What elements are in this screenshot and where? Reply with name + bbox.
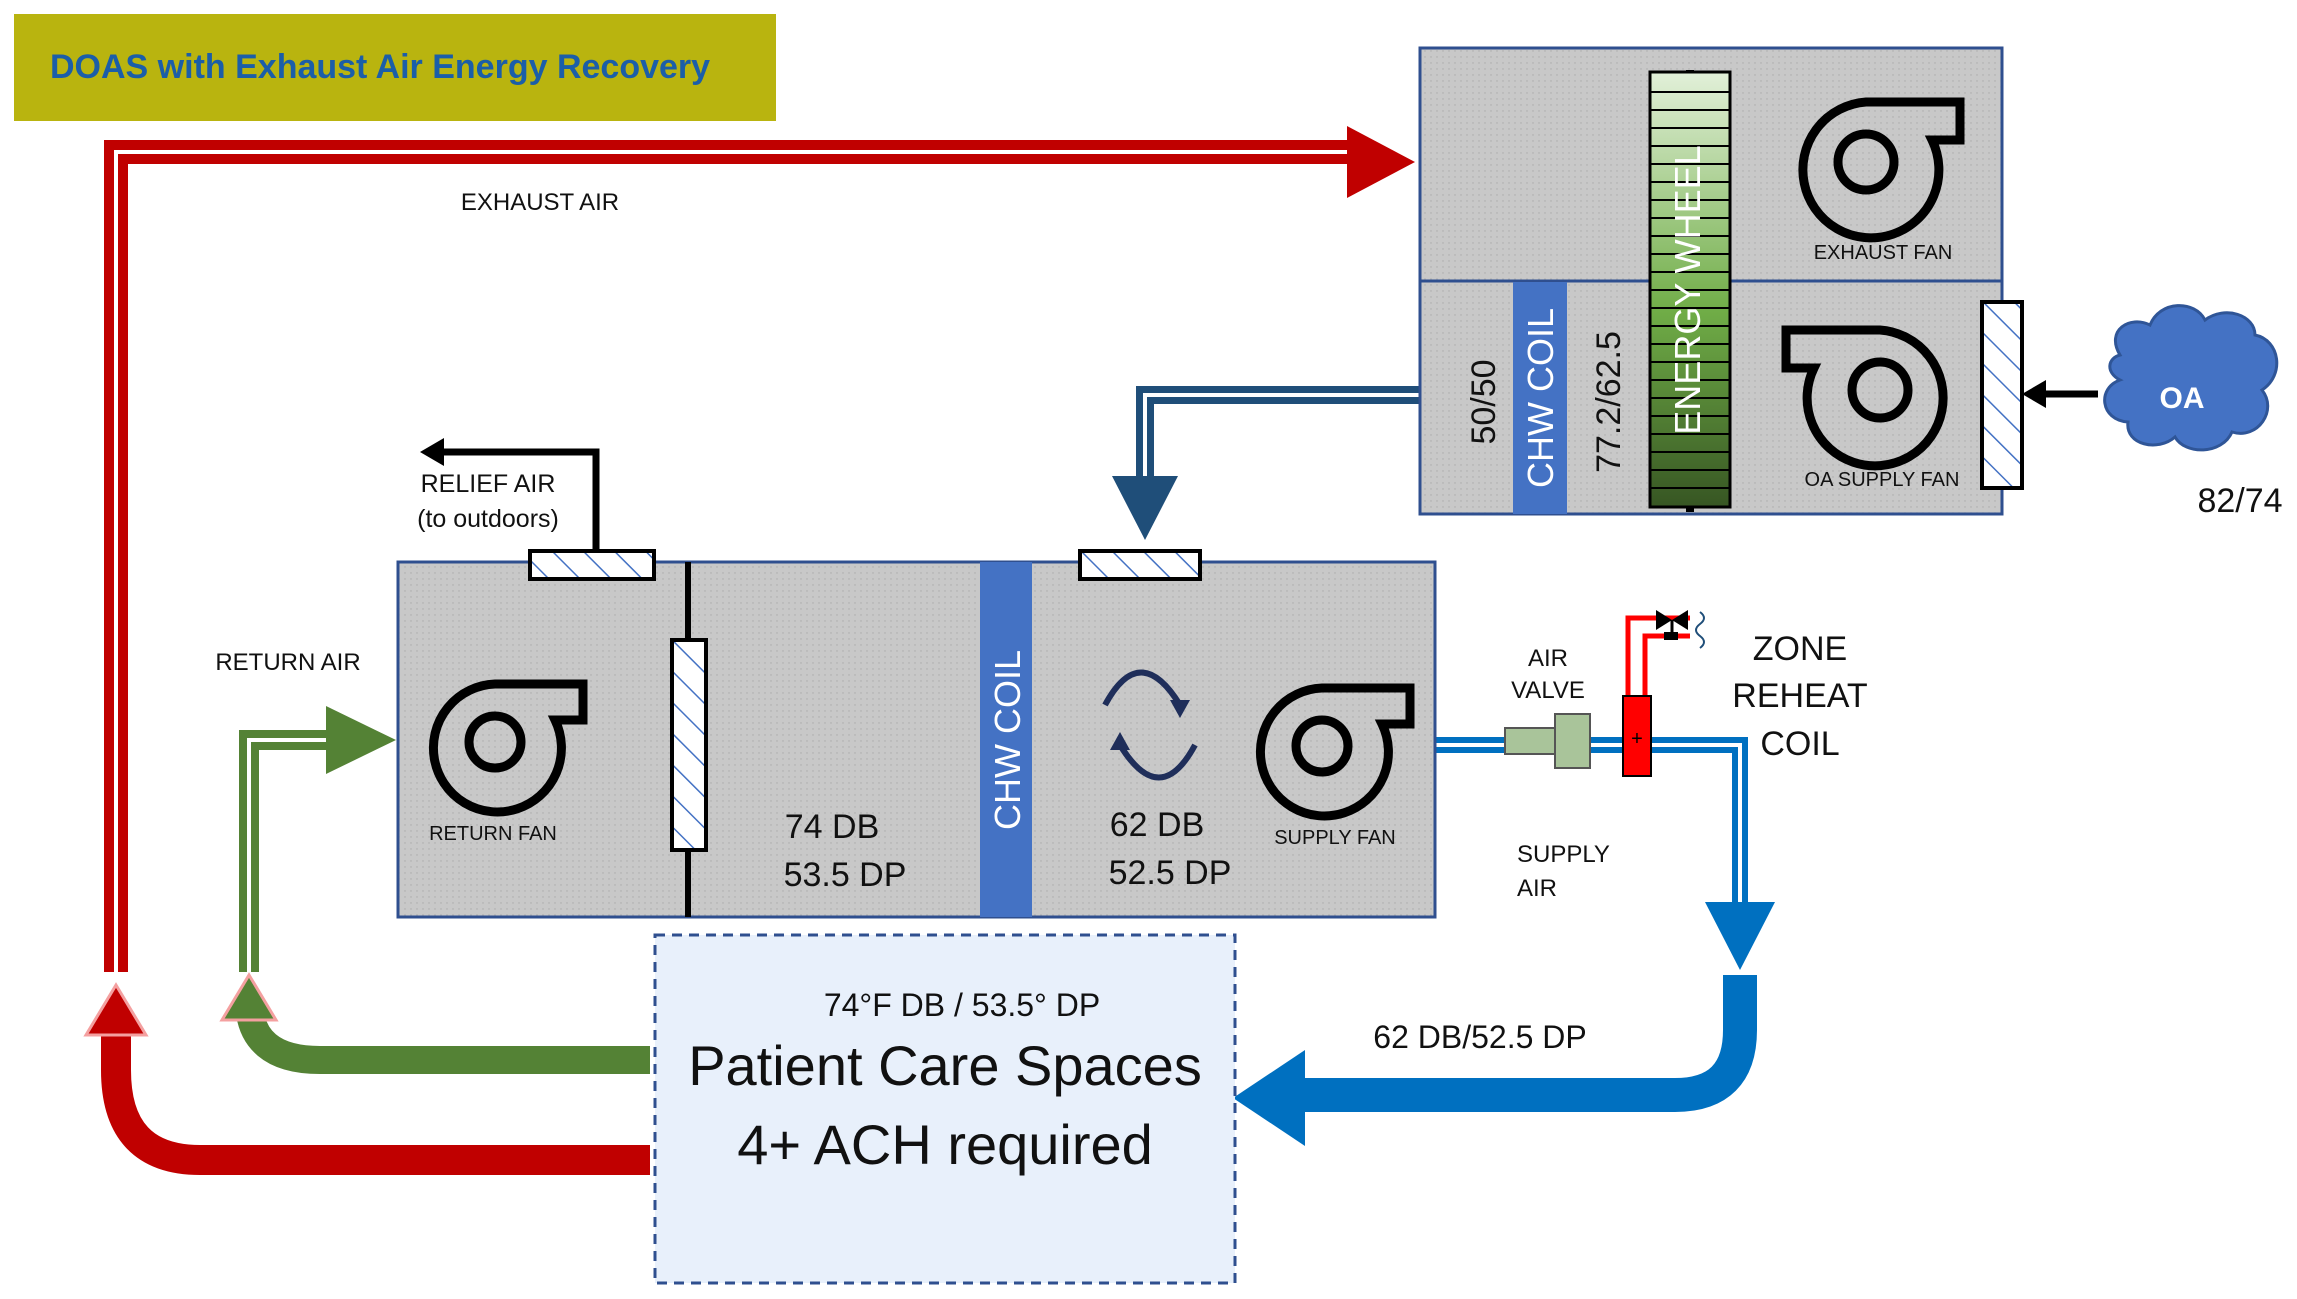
ahu-filter <box>670 638 708 852</box>
diagram-title: DOAS with Exhaust Air Energy Recovery <box>50 48 711 86</box>
relief-air-label: RELIEF AIR <box>421 470 556 498</box>
doas-chw-coil <box>1513 282 1567 514</box>
return-fan-icon <box>428 679 588 817</box>
ahu-chw-coil-label: CHW COIL <box>987 650 1028 830</box>
exhaust-air-label: EXHAUST AIR <box>461 189 619 216</box>
supply-air-label-1: SUPPLY <box>1517 841 1610 868</box>
supply-arrowhead <box>1705 902 1775 970</box>
outdoor-air-duct <box>1112 386 1420 540</box>
relief-air-arrow <box>420 438 600 550</box>
after-wheel-condition: 77.2/62.5 <box>1590 331 1628 473</box>
return-air-path <box>219 706 650 1074</box>
oa-label: OA <box>2160 382 2205 415</box>
oa-filter <box>1980 300 2024 490</box>
relief-air-sublabel: (to outdoors) <box>417 505 559 533</box>
zone-reheat-label-2: REHEAT <box>1732 677 1867 715</box>
supply-db-label: 62 DB <box>1110 806 1205 844</box>
return-up-arrowhead <box>219 972 279 1022</box>
exhaust-air-path <box>83 126 1415 1175</box>
room-name-label: Patient Care Spaces <box>688 1034 1202 1097</box>
room-condition-label: 74°F DB / 53.5° DP <box>824 987 1100 1023</box>
oa-supply-fan-icon <box>1781 325 1948 471</box>
ahu-chw-coil <box>980 562 1032 917</box>
relief-damper <box>528 549 656 581</box>
zone-reheat-label-3: COIL <box>1760 725 1839 763</box>
return-fan-label: RETURN FAN <box>429 823 557 845</box>
supply-fan-label: SUPPLY FAN <box>1274 827 1396 849</box>
mixed-dp-label: 53.5 DP <box>784 856 907 894</box>
air-valve <box>1504 713 1591 769</box>
supply-room-arrowhead <box>1233 1050 1305 1146</box>
title-banner: DOAS with Exhaust Air Energy Recovery <box>14 14 776 121</box>
exhaust-fan-label: EXHAUST FAN <box>1814 242 1953 264</box>
doas-chw-coil-label: CHW COIL <box>1520 308 1561 488</box>
exhaust-fan-icon <box>1798 97 1965 243</box>
energy-wheel-label: ENERGY WHEEL <box>1667 145 1708 434</box>
mixing-rotation-icon <box>1102 669 1198 781</box>
zone-reheat-label-1: ZONE <box>1753 630 1847 668</box>
after-doas-coil-condition: 50/50 <box>1465 359 1503 444</box>
oa-supply-fan-label: OA SUPPLY FAN <box>1805 469 1960 491</box>
supply-air-label-2: AIR <box>1517 875 1557 902</box>
oa-cloud <box>2103 304 2279 452</box>
return-air-label: RETURN AIR <box>215 649 360 676</box>
patient-care-room <box>653 933 1237 1285</box>
svg-text:+: + <box>1631 728 1643 750</box>
ahu-unit: CHW COIL <box>396 549 1437 919</box>
mixed-db-label: 74 DB <box>785 808 880 846</box>
room-ach-label: 4+ ACH required <box>737 1113 1153 1176</box>
oa-inlet-arrow <box>2022 380 2098 408</box>
zone-reheat-coil: + <box>1622 610 1705 777</box>
air-valve-label-2: VALVE <box>1511 677 1585 704</box>
return-arrowhead <box>326 706 396 774</box>
oa-damper <box>1078 549 1202 581</box>
room-supply-label: 62 DB/52.5 DP <box>1373 1019 1586 1055</box>
doas-unit: ENERGY WHEEL CHW COIL <box>1418 46 2024 516</box>
oa-duct-arrowhead <box>1112 476 1178 540</box>
supply-dp-label: 52.5 DP <box>1109 854 1232 892</box>
exhaust-up-arrowhead <box>83 982 149 1037</box>
supply-fan-icon <box>1255 683 1415 821</box>
oa-condition-label: 82/74 <box>2197 482 2282 520</box>
energy-wheel-segments <box>1650 91 1730 489</box>
exhaust-arrowhead <box>1347 126 1415 198</box>
air-valve-label-1: AIR <box>1528 645 1568 672</box>
